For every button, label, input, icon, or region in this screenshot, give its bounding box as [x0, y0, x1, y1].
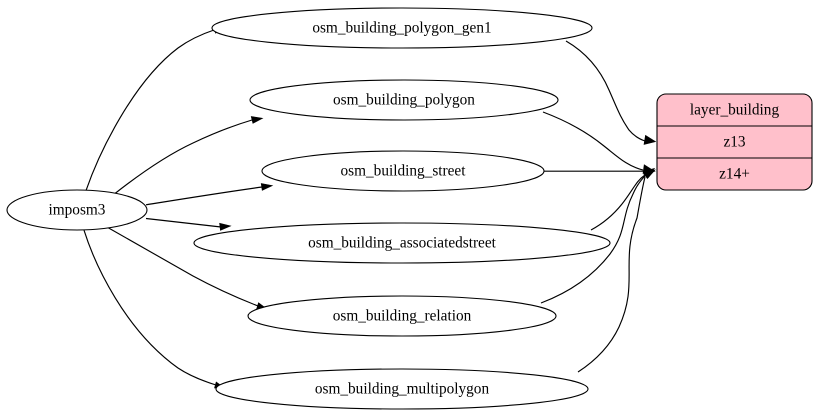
edge-path [590, 174, 646, 231]
edge-path [83, 230, 217, 386]
node-label-osm-building-multipolygon: osm_building_multipolygon [315, 381, 490, 398]
node-osm-building-associatedstreet[interactable]: osm_building_associatedstreet [193, 222, 611, 264]
node-osm-building-multipolygon[interactable]: osm_building_multipolygon [215, 368, 589, 410]
edge-path [577, 176, 646, 373]
node-shape-ellipse [249, 79, 559, 121]
edge-group-tables-to-layer [540, 40, 657, 373]
edge-imposm3-to-polygon-gen1[interactable] [85, 25, 226, 191]
arrow-head [219, 222, 232, 231]
arrow-head [643, 134, 657, 145]
edge-path [85, 29, 215, 191]
node-shape-ellipse [193, 222, 611, 264]
node-osm-building-polygon-gen1[interactable]: osm_building_polygon_gen1 [211, 7, 593, 49]
node-imposm3[interactable]: imposm3 [6, 189, 148, 231]
edge-associatedstreet-to-z14plus[interactable] [590, 169, 656, 231]
node-osm-building-street[interactable]: osm_building_street [261, 150, 545, 192]
node-label-osm-building-relation: osm_building_relation [333, 308, 472, 325]
arrow-head [643, 167, 656, 179]
edge-path [107, 227, 259, 307]
node-label-osm-building-associatedstreet: osm_building_associatedstreet [308, 235, 497, 252]
node-layer-building[interactable]: layer_building z13 z14+ [656, 93, 813, 191]
node-label-osm-building-polygon-gen1: osm_building_polygon_gen1 [312, 20, 491, 37]
edge-imposm3-to-street[interactable] [145, 183, 274, 206]
node-label-zoom-z14plus: z14+ [719, 166, 750, 183]
arrow-head [250, 116, 264, 124]
arrow-head [260, 183, 274, 191]
edge-polygon-to-z14plus[interactable] [542, 111, 656, 174]
node-label-osm-building-street: osm_building_street [341, 163, 467, 180]
node-shape-ellipse [247, 295, 557, 337]
edge-path [542, 111, 644, 171]
node-shape-record [656, 93, 813, 191]
node-group: imposm3 osm_building_polygon_gen1 osm_bu… [6, 7, 813, 410]
edge-path [114, 119, 253, 194]
node-label-imposm3: imposm3 [49, 202, 106, 219]
node-label-zoom-z13: z13 [723, 134, 745, 151]
edge-path [540, 175, 646, 304]
node-osm-building-relation[interactable]: osm_building_relation [247, 295, 557, 337]
edge-imposm3-to-polygon[interactable] [114, 116, 264, 194]
edge-multipolygon-to-z14plus[interactable] [577, 167, 656, 373]
edge-path [145, 217, 222, 228]
node-shape-ellipse [261, 150, 545, 192]
node-label-layer-building: layer_building [690, 102, 780, 119]
node-osm-building-polygon[interactable]: osm_building_polygon [249, 79, 559, 121]
node-label-osm-building-polygon: osm_building_polygon [333, 92, 475, 109]
edge-polygon-gen1-to-z13[interactable] [565, 40, 657, 145]
node-shape-ellipse [211, 7, 593, 49]
node-shape-ellipse [215, 368, 589, 410]
node-shape-ellipse [6, 189, 148, 231]
edge-imposm3-to-associatedstreet[interactable] [145, 217, 232, 231]
edge-path [565, 40, 646, 142]
edge-path [145, 186, 263, 206]
